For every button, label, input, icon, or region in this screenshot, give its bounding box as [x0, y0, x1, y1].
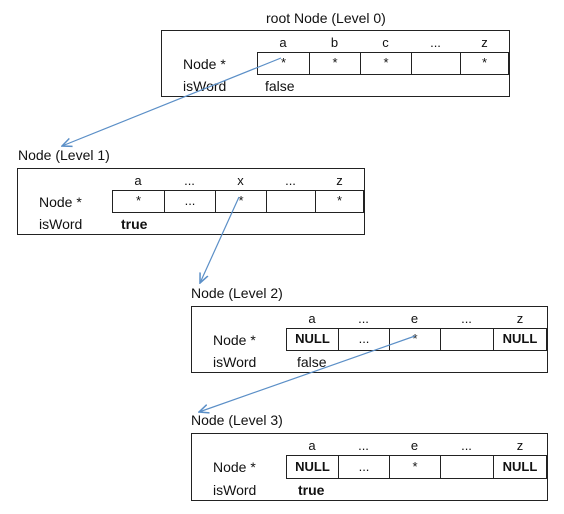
level-1-node-pointer-label: Node * [39, 194, 82, 210]
level-2-header-0: a [308, 311, 316, 326]
level-1-cell-ellipsis-2 [266, 190, 316, 213]
level-2-cell-ellipsis-1: ... [338, 328, 390, 351]
level-3-header-1: ... [358, 438, 369, 453]
level-3-header-3: ... [461, 438, 472, 453]
level-1-title: Node (Level 1) [18, 147, 110, 163]
level-3-title: Node (Level 3) [191, 412, 283, 428]
level-1-header-1: ... [184, 173, 195, 188]
level-2-node-box: a ... e ... z Node * NULL ... * NULL isW… [191, 306, 548, 373]
level-2-header-2: e [410, 311, 419, 326]
level-1-header-3: ... [285, 173, 296, 188]
level-0-isword-value: false [265, 78, 295, 94]
level-2-cell-ellipsis-2 [440, 328, 494, 351]
level-0-title: root Node (Level 0) [266, 10, 386, 26]
level-3-header-4: z [516, 438, 524, 453]
level-2-title: Node (Level 2) [191, 285, 283, 301]
level-0-cell-b: * [309, 52, 361, 75]
level-0-cell-ellipsis [411, 52, 461, 75]
level-2-isword-value: false [297, 354, 327, 370]
level-0-header-3: ... [430, 35, 441, 50]
level-3-node-pointer-label: Node * [213, 459, 256, 475]
level-3-isword-value: true [298, 482, 325, 498]
level-1-header-0: a [134, 173, 142, 188]
level-2-isword-label: isWord [213, 354, 257, 370]
level-0-header-1: b [330, 35, 339, 50]
level-3-cell-ellipsis-1: ... [338, 455, 390, 479]
level-0-node-pointer-label: Node * [183, 56, 226, 72]
level-3-isword-label: isWord [213, 482, 257, 498]
level-1-isword-label: isWord [39, 216, 83, 232]
level-0-header-0: a [279, 35, 287, 50]
level-0-cell-c: * [360, 52, 412, 75]
level-0-cell-z: * [460, 52, 509, 75]
level-0-isword-label: isWord [183, 78, 227, 94]
level-2-header-3: ... [461, 311, 472, 326]
level-1-header-2: x [237, 173, 244, 188]
level-0-cell-a: * [257, 52, 310, 75]
level-3-header-2: e [410, 438, 419, 453]
level-2-cell-e: * [389, 328, 441, 351]
level-0-node-box: a b c ... z Node * * * * * isWord false [161, 30, 510, 97]
level-3-cell-ellipsis-2 [440, 455, 494, 479]
level-1-cell-x: * [215, 190, 267, 213]
level-3-cell-a: NULL [286, 455, 339, 479]
level-2-cell-z: NULL [493, 328, 547, 351]
level-0-header-4: z [481, 35, 488, 50]
level-1-isword-value: true [121, 216, 148, 232]
level-2-cell-a: NULL [286, 328, 339, 351]
level-3-node-box: a ... e ... z Node * NULL ... * NULL isW… [191, 433, 548, 501]
level-2-header-4: z [516, 311, 524, 326]
level-3-cell-e: * [389, 455, 441, 479]
level-1-header-4: z [336, 173, 343, 188]
level-1-node-box: a ... x ... z Node * * ... * * isWord tr… [17, 168, 365, 235]
level-1-cell-z: * [315, 190, 364, 213]
level-1-cell-a: * [112, 190, 165, 213]
level-2-header-1: ... [358, 311, 369, 326]
level-2-node-pointer-label: Node * [213, 332, 256, 348]
level-3-header-0: a [308, 438, 316, 453]
level-3-cell-z: NULL [493, 455, 547, 479]
level-0-header-2: c [382, 35, 389, 50]
level-1-cell-ellipsis-1: ... [164, 190, 216, 213]
